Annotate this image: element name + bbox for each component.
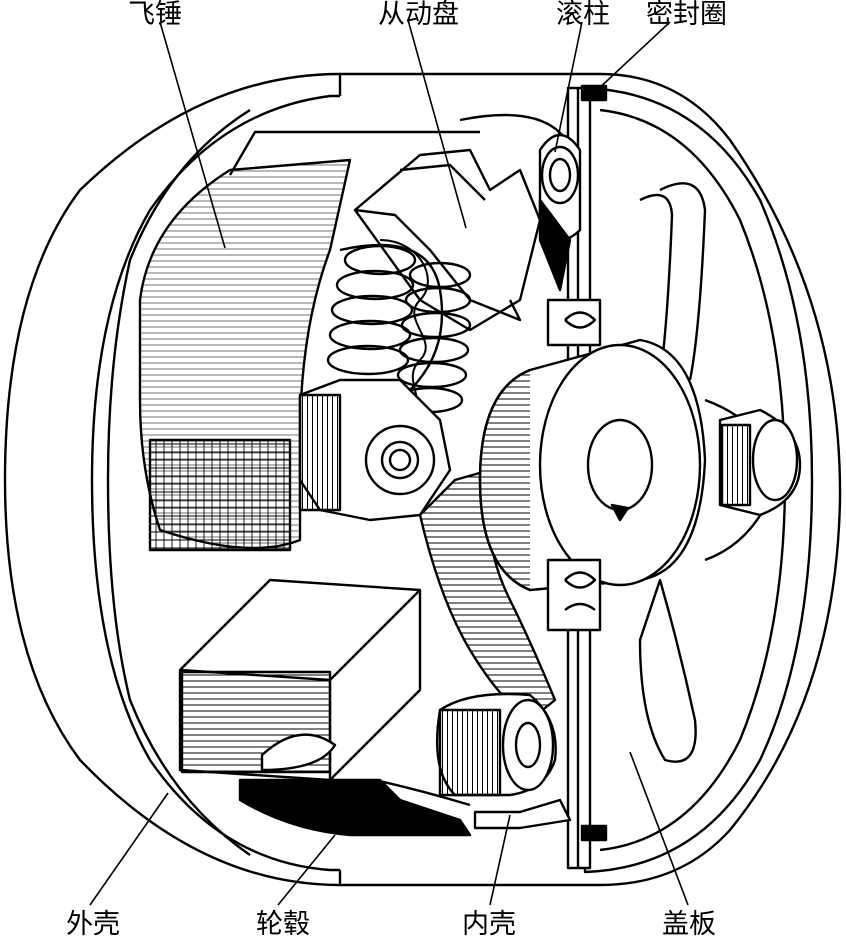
pivot-block-part (298, 378, 452, 522)
bolt-part (718, 408, 802, 517)
label-cover-plate: 盖板 (662, 909, 716, 940)
flyweight-part (138, 130, 480, 552)
label-outer-shell: 外壳 (66, 909, 120, 940)
label-roller: 滚柱 (556, 0, 610, 30)
label-hub: 轮毂 (256, 909, 310, 940)
label-flyweight: 飞锤 (128, 0, 182, 30)
spring-coils (326, 239, 472, 421)
hub-base-part (238, 778, 472, 837)
lower-roller-part (435, 692, 557, 797)
label-inner-shell: 内壳 (462, 909, 516, 940)
hub-part (478, 338, 707, 592)
label-driven-disc: 从动盘 (378, 0, 459, 30)
seal-detail (546, 298, 602, 632)
label-seal-ring: 密封圈 (646, 0, 727, 30)
leader-lines (89, 19, 689, 906)
inner-shell-part (473, 798, 572, 830)
upper-roller-part (538, 133, 582, 292)
lower-flyweight-part (178, 578, 422, 782)
